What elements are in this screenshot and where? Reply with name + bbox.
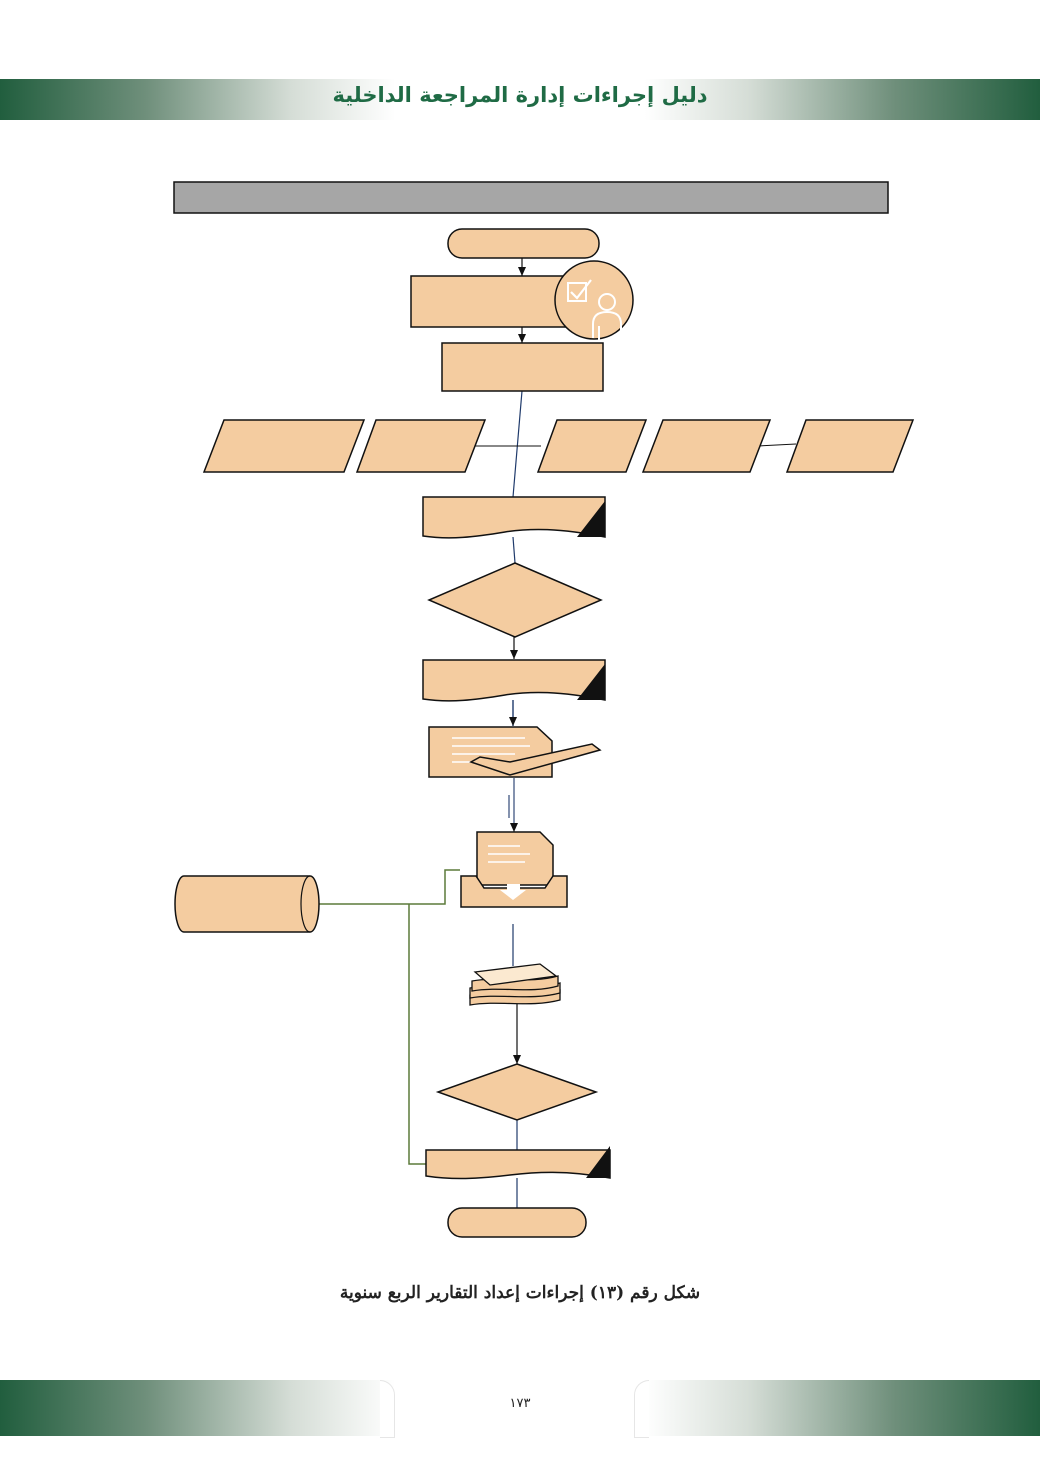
flowchart-title-bar xyxy=(173,181,889,214)
header-band xyxy=(0,79,1040,120)
page-header-title: دليل إجراءات إدارة المراجعة الداخلية xyxy=(332,83,708,107)
report-stack-icon xyxy=(469,963,561,1006)
process-box-2 xyxy=(441,342,604,392)
auditor-checklist-icon xyxy=(554,260,634,340)
data-input-3 xyxy=(536,419,648,473)
data-input-5 xyxy=(785,419,915,473)
data-input-1 xyxy=(202,419,366,473)
process-box-1 xyxy=(410,275,569,328)
page-number: ١٧٣ xyxy=(509,1396,531,1411)
document-shape-2 xyxy=(422,659,606,702)
end-terminator xyxy=(447,1207,587,1238)
start-terminator xyxy=(447,228,600,259)
footer-band xyxy=(0,1380,1040,1436)
decision-diamond-2 xyxy=(435,1063,599,1121)
archive-storage-cylinder xyxy=(174,875,320,933)
decision-diamond-1 xyxy=(427,562,603,638)
footer-tab-right xyxy=(634,1380,649,1438)
figure-caption: شكل رقم (١٣) إجراءات إعداد التقارير الرب… xyxy=(339,1283,701,1303)
document-shape-1 xyxy=(422,496,606,539)
approved-document-icon xyxy=(428,726,602,778)
inbox-tray-icon xyxy=(460,831,568,908)
document-shape-3 xyxy=(425,1146,611,1180)
connector-lines xyxy=(305,258,797,1208)
data-input-2 xyxy=(355,419,487,473)
data-input-4 xyxy=(641,419,772,473)
